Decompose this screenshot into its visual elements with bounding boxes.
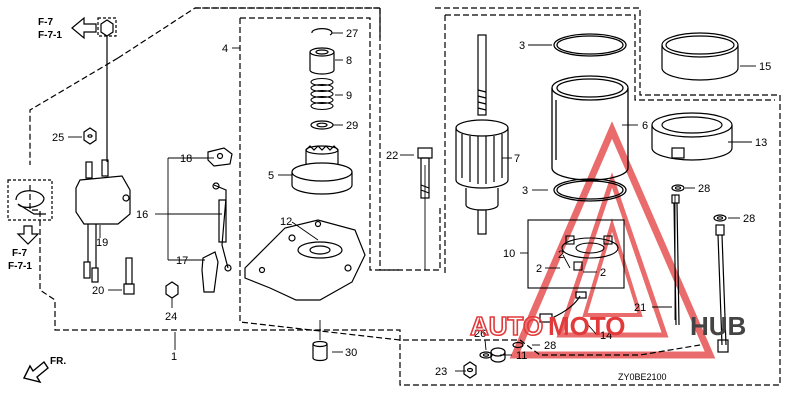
part-13-end-cover: [651, 112, 733, 161]
part-28-washer-a: [671, 184, 685, 192]
callout-19[interactable]: 19: [96, 237, 108, 249]
part-7-armature: [455, 34, 509, 235]
watermark-auto: AUTO: [470, 311, 543, 341]
ref-f7-left[interactable]: F-7: [12, 248, 27, 259]
reference-arrow-top: [71, 16, 97, 40]
part-8-collar: [309, 47, 335, 75]
part-28-washer-b: [713, 214, 727, 222]
callout-30[interactable]: 30: [345, 347, 357, 359]
callout-3-bottom[interactable]: 3: [522, 185, 528, 197]
watermark-hub: HUB: [690, 311, 746, 341]
callout-2a[interactable]: 2: [536, 263, 542, 275]
part-9-spring: [310, 77, 334, 111]
leader-lines: [68, 32, 756, 372]
clip-part: [7, 179, 53, 221]
part-18-terminal: [207, 147, 233, 167]
callout-23[interactable]: 23: [435, 366, 447, 378]
callout-labels: 1 2 2 2 3 3 4 5 6 7 8 9 10 11 12 13 14 1…: [52, 28, 771, 378]
callout-16[interactable]: 16: [136, 209, 148, 221]
drawing-code: ZY0BE2100: [618, 372, 667, 382]
part-23-nut: [463, 361, 477, 379]
part-5-pinion-gear: [291, 145, 353, 195]
front-direction-arrow[interactable]: [22, 360, 49, 384]
callout-11[interactable]: 11: [516, 350, 527, 362]
front-direction-label: FR.: [50, 356, 66, 367]
callout-17[interactable]: 17: [176, 255, 188, 267]
callout-3-top[interactable]: 3: [519, 40, 525, 52]
callout-14[interactable]: 14: [600, 330, 612, 342]
part-17-boot: [201, 251, 219, 293]
callout-29[interactable]: 29: [346, 120, 358, 132]
part-22-bolt: [417, 147, 433, 199]
callout-10[interactable]: 10: [503, 248, 515, 260]
callout-28-bottom[interactable]: 28: [544, 340, 556, 352]
part-20-bolt: [123, 257, 135, 295]
callout-7[interactable]: 7: [514, 153, 520, 165]
callout-13[interactable]: 13: [755, 137, 767, 149]
part-28-washer-c: [512, 341, 524, 349]
part-14-terminal: [539, 291, 587, 323]
part-19-solenoid: [75, 159, 131, 283]
ref-f7-top[interactable]: F-7: [38, 17, 53, 28]
part-30-cap: [312, 340, 328, 362]
callout-27[interactable]: 27: [346, 28, 358, 40]
ref-f7-1-top[interactable]: F-7-1: [38, 30, 62, 41]
callout-9[interactable]: 9: [346, 90, 352, 102]
part-27-circlip: [311, 28, 333, 36]
callout-4[interactable]: 4: [222, 43, 228, 55]
part-16-cable: [212, 182, 232, 272]
assembly-outline: [29, 7, 781, 386]
part-24-nut: [165, 281, 179, 299]
part-12-bracket: [244, 219, 366, 301]
callout-20[interactable]: 20: [92, 285, 104, 297]
callout-26[interactable]: 26: [474, 328, 486, 340]
top-nut: [97, 17, 117, 162]
part-10-brush-holder: [527, 219, 625, 289]
callout-1[interactable]: 1: [171, 351, 177, 363]
callout-5[interactable]: 5: [268, 170, 274, 182]
ref-f7-1-left[interactable]: F-7-1: [8, 261, 32, 272]
callout-28-top[interactable]: 28: [698, 183, 710, 195]
part-6-yoke: [551, 75, 629, 181]
part-3-o-ring-top: [553, 33, 627, 57]
reference-arrow-left: [16, 225, 40, 245]
part-15-band: [661, 32, 739, 81]
part-26-washer: [479, 351, 493, 359]
callout-2c[interactable]: 2: [600, 267, 606, 279]
part-3-o-ring-bottom: [553, 178, 627, 202]
callout-25[interactable]: 25: [52, 132, 64, 144]
callout-15[interactable]: 15: [759, 61, 771, 73]
callout-28-right[interactable]: 28: [743, 213, 755, 225]
callout-6[interactable]: 6: [642, 120, 648, 132]
callout-24[interactable]: 24: [165, 311, 177, 323]
watermark-logo: AUTO MOTO HUB: [469, 310, 746, 342]
callout-2b[interactable]: 2: [558, 249, 564, 261]
part-29-washer: [310, 120, 334, 130]
callout-8[interactable]: 8: [346, 55, 352, 67]
part-25-nut: [83, 127, 97, 145]
part-11-nut: [490, 347, 506, 363]
callout-18[interactable]: 18: [180, 153, 192, 165]
watermark-moto: MOTO: [548, 311, 626, 341]
callout-21[interactable]: 21: [634, 302, 646, 314]
callout-12[interactable]: 12: [280, 216, 292, 228]
part-21-through-bolts: [671, 194, 729, 353]
callout-22[interactable]: 22: [386, 150, 398, 162]
